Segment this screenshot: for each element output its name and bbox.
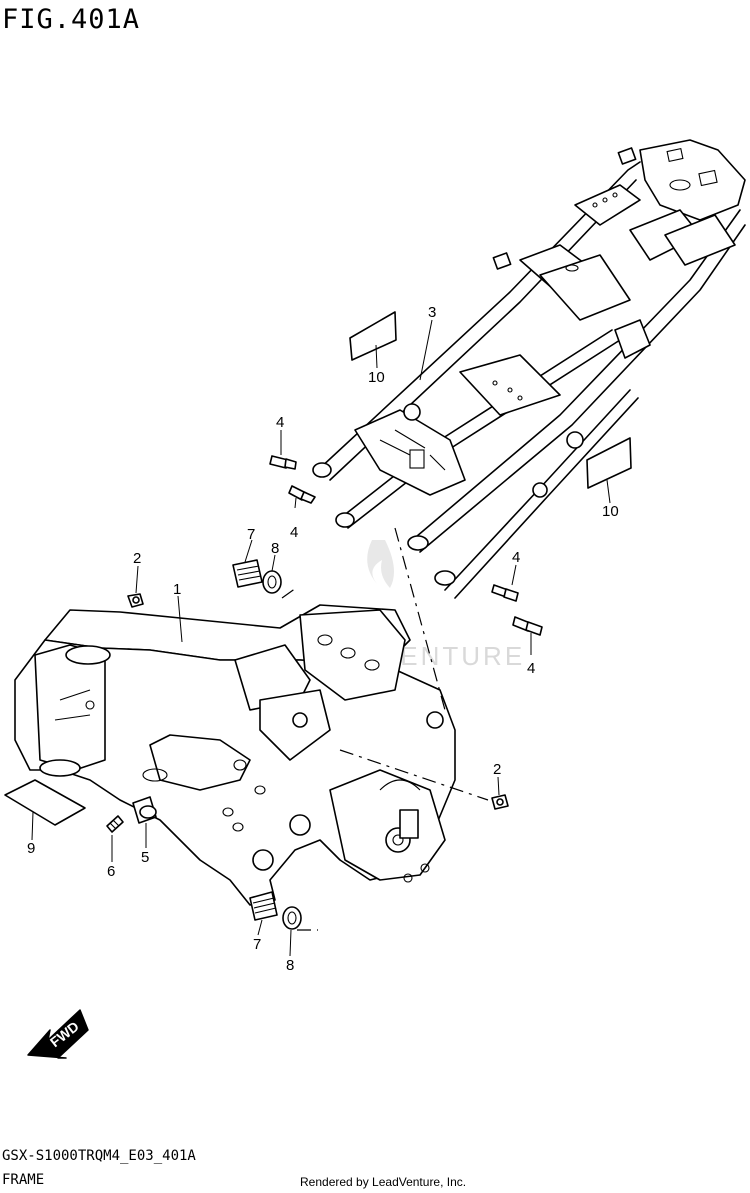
callout-2-b: 2 <box>493 761 501 778</box>
collar-5[interactable] <box>132 796 157 824</box>
leader-lines <box>31 319 611 957</box>
bolt-4-c[interactable] <box>491 584 519 602</box>
assembly-guides <box>281 527 489 931</box>
callout-4-a: 4 <box>276 414 284 431</box>
bolt-4-a[interactable] <box>269 455 297 470</box>
callout-10-b: 10 <box>602 503 619 520</box>
nut-2-a[interactable] <box>127 593 144 608</box>
callout-7-a: 7 <box>247 526 255 543</box>
label-10-b <box>586 437 632 489</box>
section-name: FRAME <box>2 1172 45 1188</box>
main-frame[interactable] <box>14 604 456 906</box>
callout-8-b: 8 <box>286 957 294 974</box>
callout-1: 1 <box>173 581 181 598</box>
rear-frame[interactable] <box>312 139 746 599</box>
callout-4-b: 4 <box>290 524 298 541</box>
callout-4-c: 4 <box>512 549 520 566</box>
nut-2-b[interactable] <box>491 794 509 810</box>
callout-3: 3 <box>428 304 436 321</box>
render-credit: Rendered by LeadVenture, Inc. <box>300 1175 467 1189</box>
callout-6: 6 <box>107 863 115 880</box>
callout-numbers: 1 2 2 3 4 4 4 4 5 6 7 7 8 8 9 10 10 <box>27 304 619 974</box>
fwd-arrow: FWD <box>27 1009 89 1059</box>
label-9 <box>4 779 86 826</box>
callout-5: 5 <box>141 849 149 866</box>
adjuster-7-a[interactable] <box>232 559 263 588</box>
callout-10-a: 10 <box>368 369 385 386</box>
bolt-4-b[interactable] <box>288 485 316 504</box>
bolts-and-nuts <box>106 455 543 930</box>
label-10-a <box>349 311 397 361</box>
callout-7-b: 7 <box>253 936 261 953</box>
callout-8-a: 8 <box>271 540 279 557</box>
adjuster-7-b[interactable] <box>249 891 278 921</box>
callout-9: 9 <box>27 840 35 857</box>
callout-4-d: 4 <box>527 660 535 677</box>
model-code: GSX-S1000TRQM4_E03_401A <box>2 1148 196 1164</box>
figure-title: FIG.401A <box>2 4 141 35</box>
bolt-4-d[interactable] <box>512 616 543 636</box>
locknut-8-b[interactable] <box>282 906 302 930</box>
locknut-8-a[interactable] <box>262 570 282 594</box>
bolt-6[interactable] <box>106 815 124 833</box>
callout-2-a: 2 <box>133 550 141 567</box>
labels <box>4 311 632 826</box>
